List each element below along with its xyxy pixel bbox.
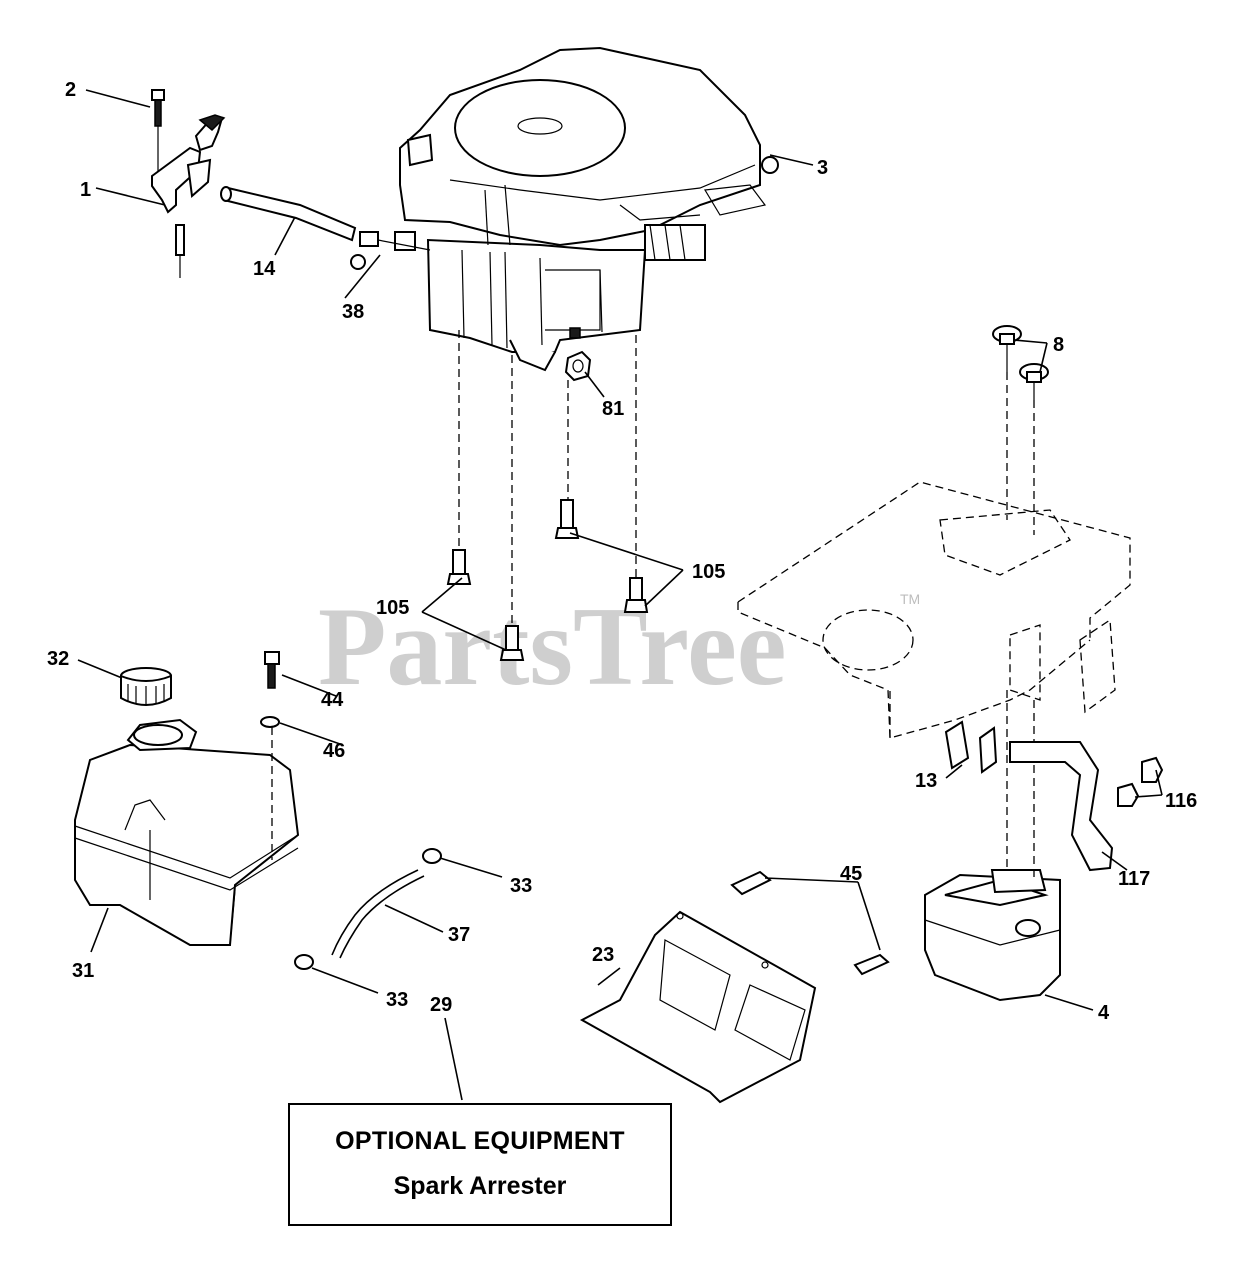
fuel-cap-part[interactable] bbox=[120, 667, 172, 706]
callout-labels: 1 2 3 4 8 13 14 23 29 31 32 33 33 37 38 … bbox=[47, 79, 1197, 1024]
spark-arrester-label: Spark Arrester bbox=[393, 1172, 567, 1200]
callout-32: 32 bbox=[47, 648, 69, 670]
callout-33-lower: 33 bbox=[386, 989, 408, 1011]
muffler-part[interactable] bbox=[924, 869, 1061, 1002]
callout-45: 45 bbox=[840, 863, 862, 885]
frame-bolt-part[interactable] bbox=[992, 325, 1049, 400]
fuel-line-clamp-part[interactable] bbox=[294, 848, 442, 970]
heat-shield-part[interactable] bbox=[579, 910, 817, 1104]
callout-81: 81 bbox=[602, 398, 624, 420]
tractor-frame bbox=[737, 481, 1131, 739]
callout-33-upper: 33 bbox=[510, 875, 532, 897]
callout-44: 44 bbox=[321, 689, 344, 711]
callout-116: 116 bbox=[1165, 790, 1197, 812]
fuel-line-clamp-part[interactable] bbox=[350, 231, 431, 270]
tank-fuel-line-part[interactable] bbox=[331, 869, 425, 959]
callout-105-left: 105 bbox=[376, 597, 409, 619]
exhaust-gasket-part[interactable] bbox=[944, 720, 998, 774]
heat-shield-screw-part[interactable] bbox=[730, 870, 890, 976]
callout-46: 46 bbox=[323, 740, 345, 762]
engine-part[interactable] bbox=[399, 46, 779, 372]
exhaust-nut-part[interactable] bbox=[1117, 756, 1164, 807]
callout-31: 31 bbox=[72, 960, 94, 982]
watermark-text: PartsTree bbox=[318, 585, 787, 709]
tank-washer-part[interactable] bbox=[260, 716, 280, 728]
fuel-line-part[interactable] bbox=[220, 186, 357, 242]
callout-29: 29 bbox=[430, 994, 452, 1016]
callout-8: 8 bbox=[1053, 334, 1064, 356]
nut-part[interactable] bbox=[564, 350, 592, 382]
callout-4: 4 bbox=[1098, 1002, 1110, 1024]
callout-14: 14 bbox=[253, 258, 276, 280]
optional-equipment-box: OPTIONAL EQUIPMENT Spark Arrester bbox=[288, 1103, 672, 1226]
throttle-screw-part[interactable] bbox=[151, 89, 165, 172]
callout-117: 117 bbox=[1118, 868, 1150, 890]
callout-3: 3 bbox=[817, 157, 828, 179]
callout-13: 13 bbox=[915, 770, 937, 792]
callout-1: 1 bbox=[80, 179, 91, 201]
fuel-tank-part[interactable] bbox=[74, 718, 300, 946]
exhaust-pipe-part[interactable] bbox=[1009, 741, 1114, 872]
watermark: PartsTree TM bbox=[318, 585, 920, 709]
tank-screw-part[interactable] bbox=[264, 651, 280, 689]
throttle-control-part[interactable] bbox=[151, 114, 226, 278]
callout-38: 38 bbox=[342, 301, 364, 323]
callout-2: 2 bbox=[65, 79, 76, 101]
callout-105-right: 105 bbox=[692, 561, 725, 583]
engine-bolt-part[interactable] bbox=[446, 499, 649, 661]
optional-equipment-title: OPTIONAL EQUIPMENT bbox=[335, 1127, 625, 1155]
leader-lines bbox=[77, 89, 1163, 1101]
callout-37: 37 bbox=[448, 924, 470, 946]
callout-23: 23 bbox=[592, 944, 614, 966]
watermark-trademark: TM bbox=[900, 591, 920, 607]
